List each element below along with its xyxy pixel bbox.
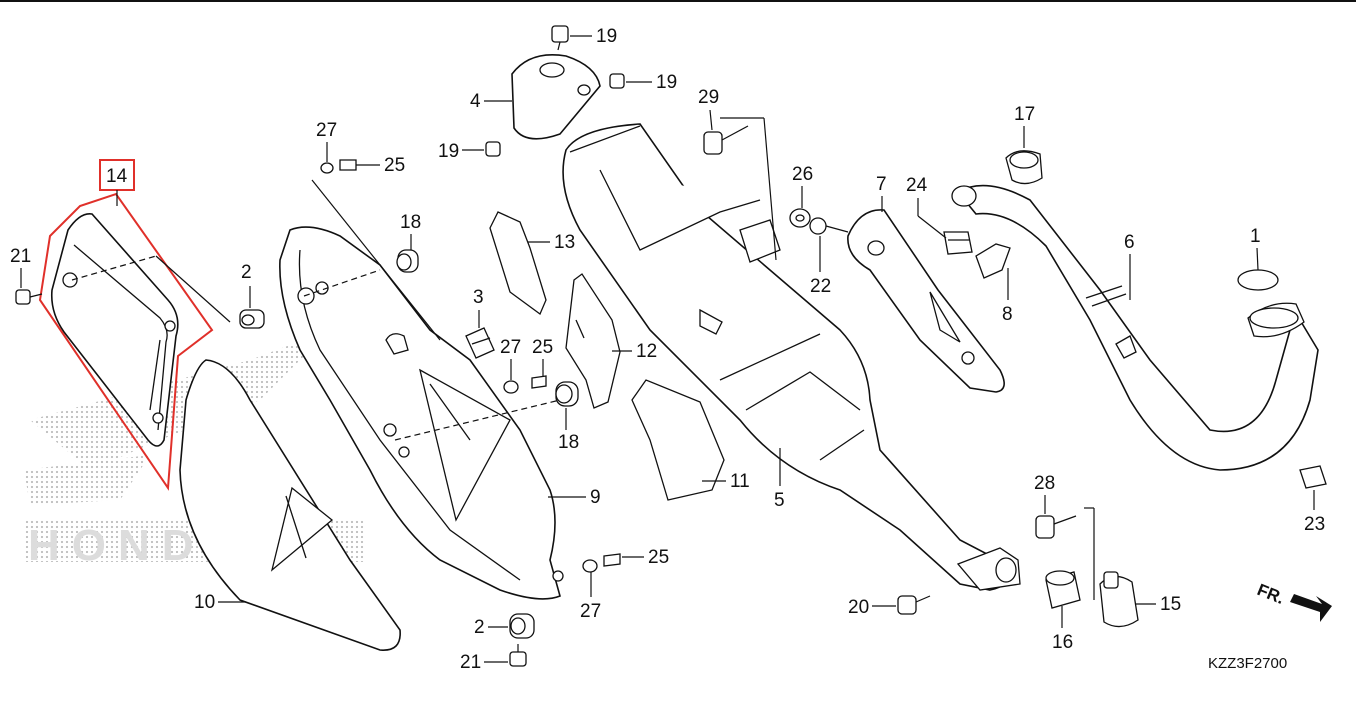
part-19-bolt-right[interactable] xyxy=(609,73,625,89)
label-11: 11 xyxy=(730,471,750,492)
label-17: 17 xyxy=(1014,104,1035,125)
part-12-insulator[interactable] xyxy=(565,273,621,409)
part-6-exhaust-pipe[interactable] xyxy=(951,184,1319,471)
leader-29b xyxy=(763,117,777,261)
label-27-c: 27 xyxy=(580,601,601,622)
label-24: 24 xyxy=(906,175,928,196)
label-28: 28 xyxy=(1034,473,1055,494)
label-19-left: 19 xyxy=(438,141,459,162)
label-19-right: 19 xyxy=(656,72,677,93)
label-14: 14 xyxy=(106,166,128,187)
part-26-nut[interactable] xyxy=(789,208,811,228)
label-16: 16 xyxy=(1052,632,1073,653)
label-26: 26 xyxy=(792,164,813,185)
part-17-band[interactable] xyxy=(1005,150,1043,185)
part-6-pipe-flange[interactable] xyxy=(1247,302,1305,338)
part-7-pipe-protector[interactable] xyxy=(847,209,1005,393)
leader-27-top xyxy=(311,179,441,341)
part-20-bolt[interactable] xyxy=(897,595,931,615)
part-28-bolt[interactable] xyxy=(1035,515,1077,539)
part-29-bolt[interactable] xyxy=(703,125,749,155)
part-24-clip[interactable] xyxy=(943,231,973,255)
part-16-gasket[interactable] xyxy=(1045,570,1081,609)
part-22-bolt[interactable] xyxy=(809,217,849,235)
part-1-gasket[interactable] xyxy=(1237,269,1279,291)
part-5-muffler[interactable] xyxy=(562,123,1021,591)
diagram-code: KZZ3F2700 xyxy=(1208,655,1287,672)
label-6: 6 xyxy=(1124,232,1135,253)
part-2-grommet-lower[interactable] xyxy=(509,613,535,639)
label-29: 29 xyxy=(698,87,719,108)
label-19-top: 19 xyxy=(596,26,617,47)
part-3-clip[interactable] xyxy=(465,327,495,359)
label-1: 1 xyxy=(1250,226,1261,247)
part-21-bolt-left[interactable] xyxy=(15,289,43,305)
label-21-left: 21 xyxy=(10,246,31,267)
part-2-grommet-upper[interactable] xyxy=(239,309,265,329)
part-11-insulator[interactable] xyxy=(631,379,725,501)
part-14-side-cover[interactable] xyxy=(50,213,179,447)
part-27-washer-b[interactable] xyxy=(503,380,519,394)
label-18-upper: 18 xyxy=(400,212,421,233)
label-2-upper: 2 xyxy=(241,262,252,283)
part-23-nut[interactable] xyxy=(1299,465,1327,489)
part-18-grommet-lower[interactable] xyxy=(555,381,579,407)
label-25-c: 25 xyxy=(648,547,669,568)
label-21-lower: 21 xyxy=(460,652,481,673)
label-20: 20 xyxy=(848,597,869,618)
label-18-lower: 18 xyxy=(558,432,579,453)
dash-14-2 xyxy=(71,255,157,281)
part-19-bolt-left[interactable] xyxy=(485,141,501,157)
part-25-screw-b[interactable] xyxy=(531,375,547,389)
part-13-insulator[interactable] xyxy=(489,211,547,316)
direction-label: FR. xyxy=(1255,580,1288,608)
callout-labels: 1 2 2 3 4 5 6 7 8 9 10 11 12 xyxy=(10,26,1325,673)
front-direction-arrow: FR. xyxy=(1255,580,1332,622)
part-25-screw-c[interactable] xyxy=(603,553,621,567)
label-25-a: 25 xyxy=(384,155,405,176)
label-9: 9 xyxy=(590,487,601,508)
label-22: 22 xyxy=(810,276,831,297)
label-12: 12 xyxy=(636,341,657,362)
label-15: 15 xyxy=(1160,594,1181,615)
part-19-bolt-top[interactable] xyxy=(551,25,569,51)
label-5: 5 xyxy=(774,490,785,511)
dash-9-18b xyxy=(394,399,561,441)
part-27-washer-a[interactable] xyxy=(320,162,334,174)
part-8-bracket[interactable] xyxy=(975,243,1011,279)
part-4-end-cap[interactable] xyxy=(511,54,601,140)
part-10-outer-cover[interactable] xyxy=(179,359,401,651)
label-4: 4 xyxy=(470,91,481,112)
label-10: 10 xyxy=(194,592,215,613)
label-23: 23 xyxy=(1304,514,1325,535)
label-2-lower: 2 xyxy=(474,617,485,638)
label-27-a: 27 xyxy=(316,120,337,141)
label-8: 8 xyxy=(1002,304,1013,325)
part-27-washer-c[interactable] xyxy=(582,559,598,573)
dash-9-18 xyxy=(303,269,381,297)
label-25-b: 25 xyxy=(532,337,553,358)
part-25-screw-a[interactable] xyxy=(339,159,357,171)
label-27-b: 27 xyxy=(500,337,521,358)
part-21-bolt-lower[interactable] xyxy=(509,644,527,667)
part-15-clamp[interactable] xyxy=(1099,571,1139,628)
label-13: 13 xyxy=(554,232,575,253)
part-18-grommet-upper[interactable] xyxy=(396,249,419,273)
label-7: 7 xyxy=(876,174,887,195)
part-14-highlight-outline xyxy=(38,192,214,491)
leader-14-2 xyxy=(155,255,231,323)
label-3: 3 xyxy=(473,287,484,308)
